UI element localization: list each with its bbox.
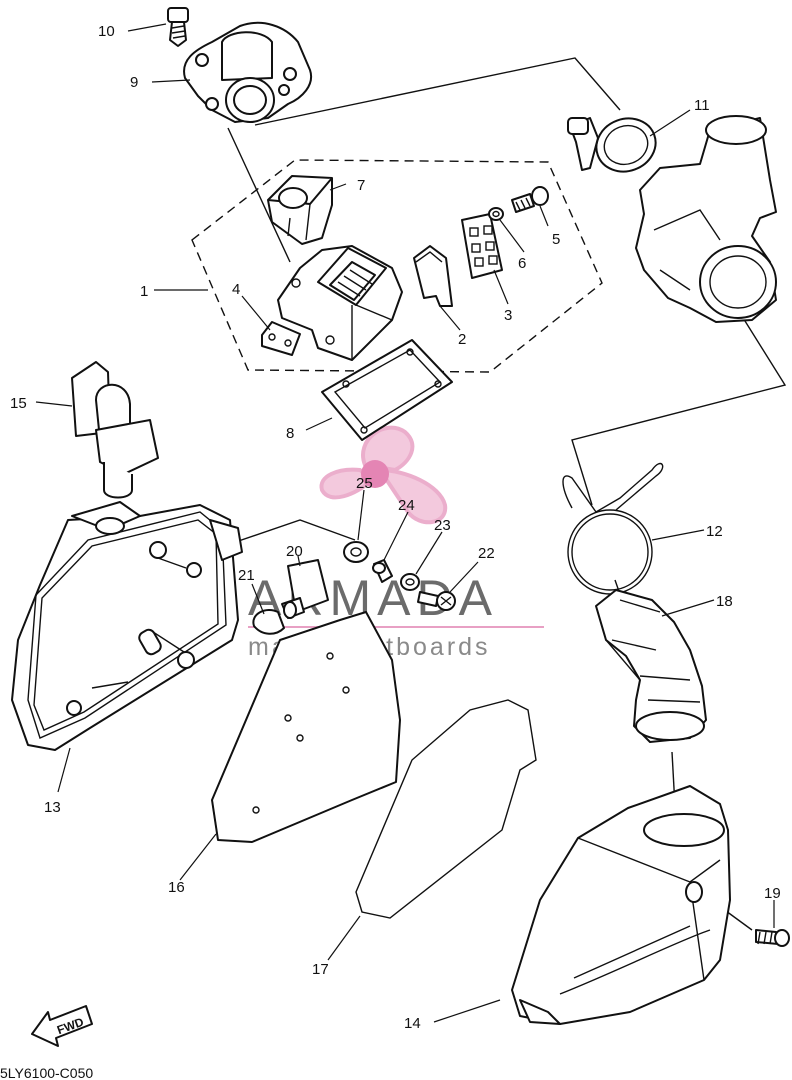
seal-17 <box>355 699 537 919</box>
carburetor <box>635 115 777 323</box>
part-number: 1 <box>140 283 148 300</box>
part-number: 16 <box>168 879 185 896</box>
drain-pipe-20 <box>281 559 329 619</box>
watermark-brand: ARMADA <box>248 570 498 626</box>
bolt-19 <box>755 929 790 947</box>
part-number: 18 <box>716 593 733 610</box>
part-number: 24 <box>398 497 415 514</box>
gasket-8 <box>321 339 453 441</box>
propeller-logo-icon <box>319 425 448 525</box>
screw-5 <box>511 186 549 213</box>
part-number: 15 <box>10 395 27 412</box>
leader-lines <box>35 23 775 1023</box>
screw-22 <box>417 591 456 611</box>
gasket-4 <box>261 321 301 356</box>
air-filter-16 <box>211 611 401 843</box>
part-number: 25 <box>356 475 373 492</box>
part-number: 20 <box>286 543 303 560</box>
part-number: 4 <box>232 281 240 298</box>
reed-stopper-3 <box>461 213 503 279</box>
air-box-cover-14 <box>511 785 731 1025</box>
air-box-case-13 <box>11 501 243 751</box>
reed-petal-2 <box>413 245 453 307</box>
clip-21 <box>252 608 285 635</box>
part-number: 14 <box>404 1015 421 1032</box>
reed-valve-body <box>277 245 403 361</box>
intake-manifold-9 <box>183 21 313 123</box>
reed-valve-assembly-boundary <box>191 159 603 373</box>
forward-arrow-icon: FWD <box>31 1005 93 1047</box>
grommet-25 <box>343 541 369 563</box>
rubber-joint-18 <box>595 589 707 743</box>
diagram-code: 5LY6100-C050 <box>0 1065 93 1080</box>
part-number: 23 <box>434 517 451 534</box>
hose-clamp-11 <box>567 117 657 173</box>
bolt-10 <box>167 7 189 47</box>
part-number: 6 <box>518 255 526 272</box>
collar-24 <box>372 559 393 583</box>
part-number: 13 <box>44 799 61 816</box>
part-number: 21 <box>238 567 255 584</box>
part-number: 3 <box>504 307 512 324</box>
part-number: 7 <box>357 177 365 194</box>
washer-23 <box>400 573 420 591</box>
part-number: 8 <box>286 425 294 442</box>
part-number: 22 <box>478 545 495 562</box>
part-number: 11 <box>694 97 710 114</box>
part-number: 12 <box>706 523 723 540</box>
part-number: 2 <box>458 331 466 348</box>
element-spring-12 <box>562 462 664 595</box>
part-number: 10 <box>98 23 115 40</box>
part-number: 17 <box>312 961 329 978</box>
spacer-7 <box>267 175 333 245</box>
part-number: 9 <box>130 74 138 91</box>
washer-6 <box>488 207 504 221</box>
part-number: 5 <box>552 231 560 248</box>
part-number: 19 <box>764 885 781 902</box>
part-number-labels: 10 9 1 4 7 5 6 3 2 8 11 15 13 16 17 12 1… <box>10 23 781 1032</box>
intake-duct-15 <box>71 361 159 499</box>
